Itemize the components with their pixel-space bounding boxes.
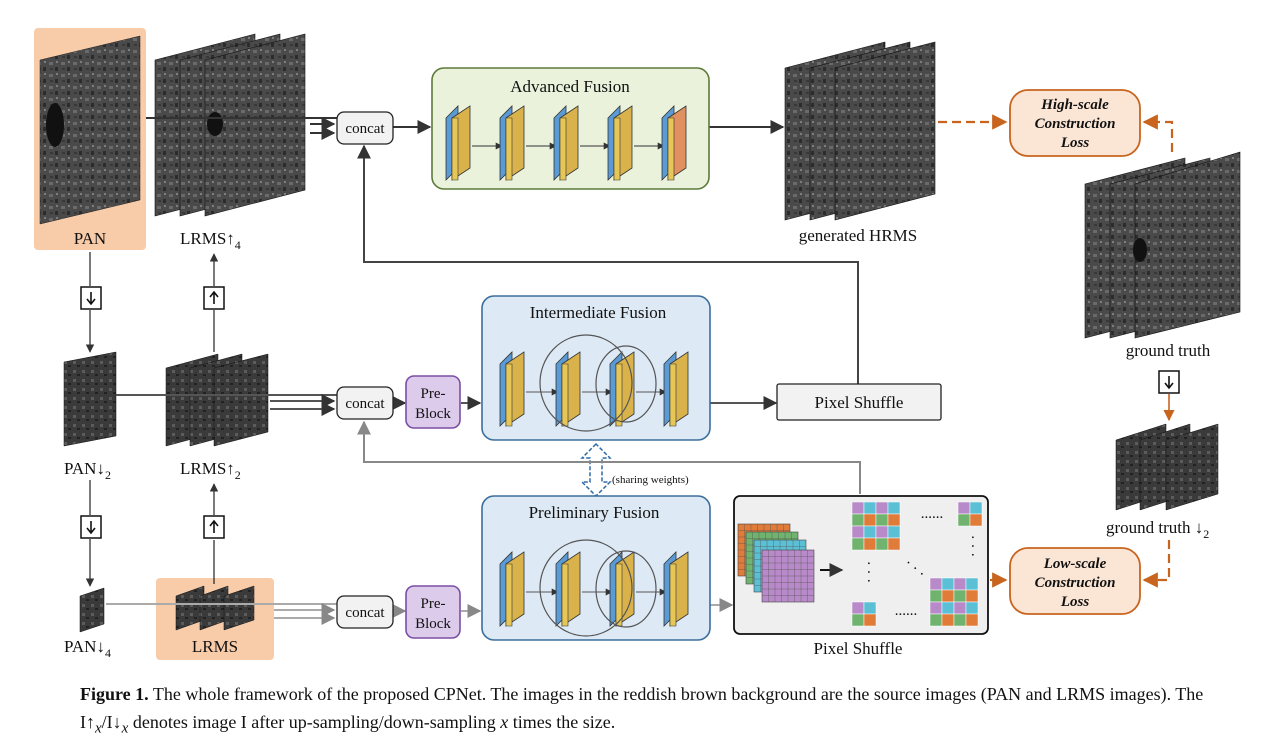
- sharing-weights-label: (sharing weights): [612, 474, 689, 486]
- intermediate-conv-3: [609, 351, 635, 427]
- pre-block-middle-label-2: Block: [415, 406, 451, 422]
- output-grid-top-right: [957, 501, 983, 527]
- lrms-small-stack: [175, 585, 255, 631]
- advanced-conv-4: [607, 105, 633, 181]
- high-loss-line-1: High-scale: [1040, 97, 1109, 113]
- high-loss-line-3: Loss: [1060, 135, 1090, 151]
- dots-vertical-left: · · ·: [860, 561, 876, 584]
- lrms-up2-stack: [165, 353, 269, 447]
- generated-hrms-label: generated HRMS: [799, 226, 918, 245]
- concat-label-bottom: concat: [345, 605, 385, 621]
- preliminary-conv-2: [555, 551, 581, 627]
- pan-label: PAN: [74, 229, 106, 248]
- output-grid-top-left: [851, 501, 901, 551]
- lrms-up2-label: LRMS↑2: [180, 459, 241, 482]
- ground-truth-down2-stack: [1115, 423, 1219, 511]
- caption-sub-x1: x: [95, 720, 102, 737]
- caption-text-2: /I↓: [101, 712, 122, 732]
- sharing-weights-arrow: [580, 442, 612, 498]
- concat-block-top: [336, 111, 394, 145]
- caption-text-1: The whole framework of the proposed CPNe…: [80, 684, 1204, 732]
- pixel-shuffle-bottom-label: Pixel Shuffle: [814, 639, 903, 658]
- high-loss-line-2: Construction: [1035, 116, 1116, 132]
- preliminary-fusion-block: [481, 495, 711, 641]
- intermediate-fusion-conv-layers: [499, 351, 689, 427]
- intermediate-skip-connections: [539, 334, 657, 432]
- pixel-shuffle-block: [776, 383, 942, 421]
- lrms-label: LRMS: [192, 637, 238, 656]
- preliminary-conv-4: [663, 551, 689, 627]
- advanced-conv-3: [553, 105, 579, 181]
- ground-truth-stack: [1084, 151, 1241, 339]
- pan-down4-label: PAN↓4: [64, 637, 111, 660]
- pan-image-feature: [46, 103, 64, 147]
- preliminary-conv-3: [609, 551, 635, 627]
- ground-truth-label: ground truth: [1126, 341, 1211, 360]
- caption-figure-label: Figure 1.: [80, 684, 149, 704]
- dots-horizontal-top: ......: [921, 506, 944, 522]
- advanced-conv-2: [499, 105, 525, 181]
- pan-image: [39, 35, 141, 225]
- preliminary-skip-connections: [539, 539, 657, 637]
- downsample-operator-gt: [1158, 370, 1180, 422]
- intermediate-conv-1: [499, 351, 525, 427]
- intermediate-fusion-title: Intermediate Fusion: [530, 303, 667, 322]
- ground-truth-down2-label: ground truth ↓2: [1106, 518, 1209, 541]
- low-scale-loss-block: [1009, 547, 1141, 615]
- figure-caption: Figure 1. The whole framework of the pro…: [80, 680, 1220, 743]
- framework-diagram: PAN LRMS↑4 generated HRMS ground truth g…: [34, 28, 1241, 660]
- preliminary-fusion-conv-layers: [499, 551, 689, 627]
- pre-block-middle: [405, 375, 461, 429]
- top-row-connections: [146, 117, 785, 140]
- downsample-operator-bottom: [80, 480, 102, 587]
- low-loss-line-1: Low-scale: [1043, 556, 1107, 572]
- pixel-shuffle-feature-stack: [737, 523, 815, 603]
- pan-down4-image: [79, 587, 105, 633]
- intermediate-conv-4: [663, 351, 689, 427]
- bottom-feedback-connection: [357, 420, 861, 494]
- advanced-conv-1: [445, 105, 471, 181]
- upsample-operator-bottom: [203, 483, 225, 584]
- dots-horizontal-bottom: ......: [895, 603, 918, 619]
- pre-block-bottom-label-1: Pre-: [421, 596, 446, 612]
- middle-row-connections: [116, 144, 859, 416]
- preliminary-conv-1: [499, 551, 525, 627]
- generated-hrms-stack: [784, 41, 936, 221]
- concat-block-bottom: [336, 595, 394, 629]
- pixel-shuffle-output-grids: [851, 501, 983, 627]
- caption-italic-x: x: [500, 712, 509, 732]
- advanced-fusion-conv-layers: [445, 105, 687, 181]
- pixel-shuffle-label: Pixel Shuffle: [815, 393, 904, 412]
- dots-vertical-right: · · ·: [964, 535, 980, 558]
- concat-block-middle: [336, 386, 394, 420]
- preliminary-fusion-title: Preliminary Fusion: [529, 503, 660, 522]
- intermediate-conv-2: [555, 351, 581, 427]
- advanced-conv-5: [661, 105, 687, 181]
- caption-sub-x2: x: [121, 720, 129, 737]
- concat-label-top: concat: [345, 121, 385, 137]
- pre-block-bottom-label-2: Block: [415, 616, 451, 632]
- pre-block-bottom: [405, 585, 461, 639]
- lrms-up4-stack: [154, 33, 306, 217]
- pan-down2-image: [63, 351, 117, 447]
- loss-connections: [938, 114, 1174, 588]
- intermediate-fusion-block: [481, 295, 711, 441]
- upsample-operator-top: [203, 253, 225, 352]
- high-scale-loss-block: [1009, 89, 1141, 157]
- low-loss-line-3: Loss: [1060, 594, 1090, 610]
- pre-block-middle-label-1: Pre-: [421, 386, 446, 402]
- pan-down2-label: PAN↓2: [64, 459, 111, 482]
- caption-text-3: denotes image I after up-sampling/down-s…: [128, 712, 501, 732]
- concat-label-middle: concat: [345, 396, 385, 412]
- caption-text-4: times the size.: [508, 712, 616, 732]
- low-loss-line-2: Construction: [1035, 575, 1116, 591]
- bottom-row-connections: [106, 598, 734, 625]
- lrms-up4-label: LRMS↑4: [180, 229, 241, 252]
- advanced-fusion-title: Advanced Fusion: [510, 77, 630, 96]
- output-grid-bottom-left: [851, 601, 877, 627]
- output-grid-bottom-right: [929, 577, 979, 627]
- downsample-operator-top: [80, 252, 102, 353]
